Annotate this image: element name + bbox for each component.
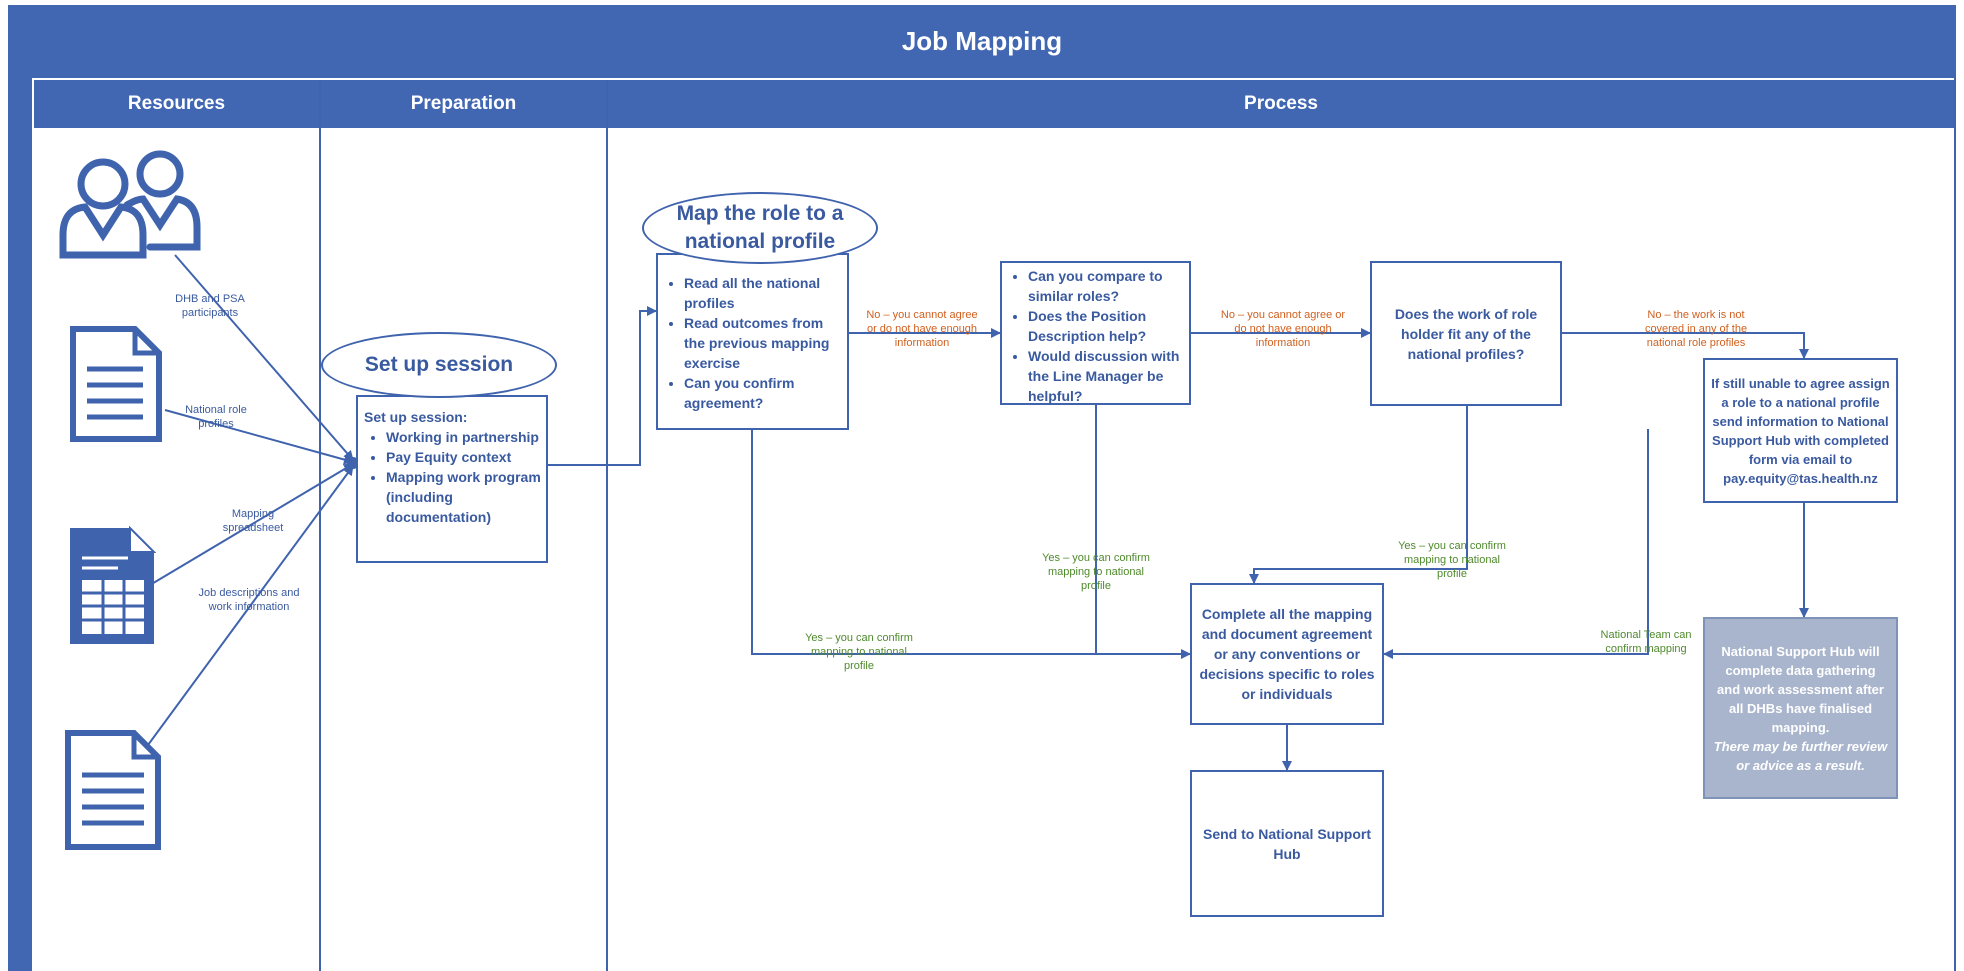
edge-participants	[174, 254, 354, 461]
edge-setup-to-map	[548, 306, 657, 466]
edge-label-yes2: Yes – you can confirm mapping to nationa…	[1042, 552, 1150, 592]
map-role-box: Read all the national profiles Read outc…	[656, 253, 849, 430]
lane-header-process: Process	[608, 80, 1954, 128]
setup-item: Working in partnership	[386, 427, 542, 447]
edge-yes1	[751, 430, 1191, 659]
hub-italic: There may be further review or advice as…	[1713, 738, 1888, 773]
lane-divider-2	[606, 80, 608, 971]
hub-box: National Support Hub will complete data …	[1703, 617, 1898, 799]
map-role-title: Map the role to a national profile	[642, 192, 878, 264]
edge-label-no1: No – you cannot agree or do not have eno…	[866, 309, 978, 349]
unable-box: If still unable to agree assign a role t…	[1703, 358, 1898, 503]
edge-profiles	[164, 409, 354, 465]
setup-session-box: Set up session: Working in partnership P…	[356, 395, 548, 563]
setup-intro: Set up session:	[364, 409, 468, 425]
edge-label-yes1: Yes – you can confirm mapping to nationa…	[805, 632, 913, 672]
people-icon	[59, 150, 201, 259]
lane-header-resources: Resources	[34, 80, 319, 128]
edge-label-team: National Team can confirm mapping	[1600, 629, 1692, 655]
document-icon-2	[65, 730, 161, 850]
fit-question-box: Does the work of role holder fit any of …	[1370, 261, 1562, 406]
setup-item: Mapping work program (including document…	[386, 467, 542, 527]
edge-yes3	[1249, 406, 1468, 584]
send-hub-box: Send to National Support Hub	[1190, 770, 1384, 917]
edge-jobdesc	[147, 465, 354, 746]
setup-session-title: Set up session	[321, 332, 557, 398]
label-spreadsheet: Mapping spreadsheet	[222, 508, 284, 534]
edge-no3	[1562, 332, 1809, 359]
lane-divider-1	[319, 80, 321, 971]
map-item: Read all the national profiles	[684, 273, 843, 313]
edge-label-yes3: Yes – you can confirm mapping to nationa…	[1398, 540, 1506, 580]
compare-item: Does the Position Description help?	[1028, 306, 1185, 346]
document-icon	[70, 326, 162, 442]
compare-box: Can you compare to similar roles? Does t…	[1000, 261, 1191, 405]
complete-mapping-box: Complete all the mapping and document ag…	[1190, 583, 1384, 725]
diagram-title: Job Mapping	[8, 5, 1956, 78]
compare-item: Can you compare to similar roles?	[1028, 266, 1185, 306]
edge-spreadsheet	[149, 463, 354, 586]
map-item: Read outcomes from the previous mapping …	[684, 313, 843, 373]
lane-header-preparation: Preparation	[321, 80, 606, 128]
left-strip	[8, 78, 32, 971]
hub-text: National Support Hub will complete data …	[1717, 643, 1884, 735]
setup-item: Pay Equity context	[386, 447, 542, 467]
edge-label-no3: No – the work is not covered in any of t…	[1644, 309, 1748, 349]
map-item: Can you confirm agreement?	[684, 373, 843, 413]
spreadsheet-icon	[70, 526, 156, 644]
edge-label-no2: No – you cannot agree or do not have eno…	[1220, 309, 1346, 349]
label-profiles: National role profiles	[185, 404, 247, 430]
label-job-descriptions: Job descriptions and work information	[198, 587, 300, 613]
compare-item: Would discussion with the Line Manager b…	[1028, 346, 1185, 406]
edge-team	[1383, 429, 1649, 659]
label-participants: DHB and PSA participants	[175, 293, 245, 319]
